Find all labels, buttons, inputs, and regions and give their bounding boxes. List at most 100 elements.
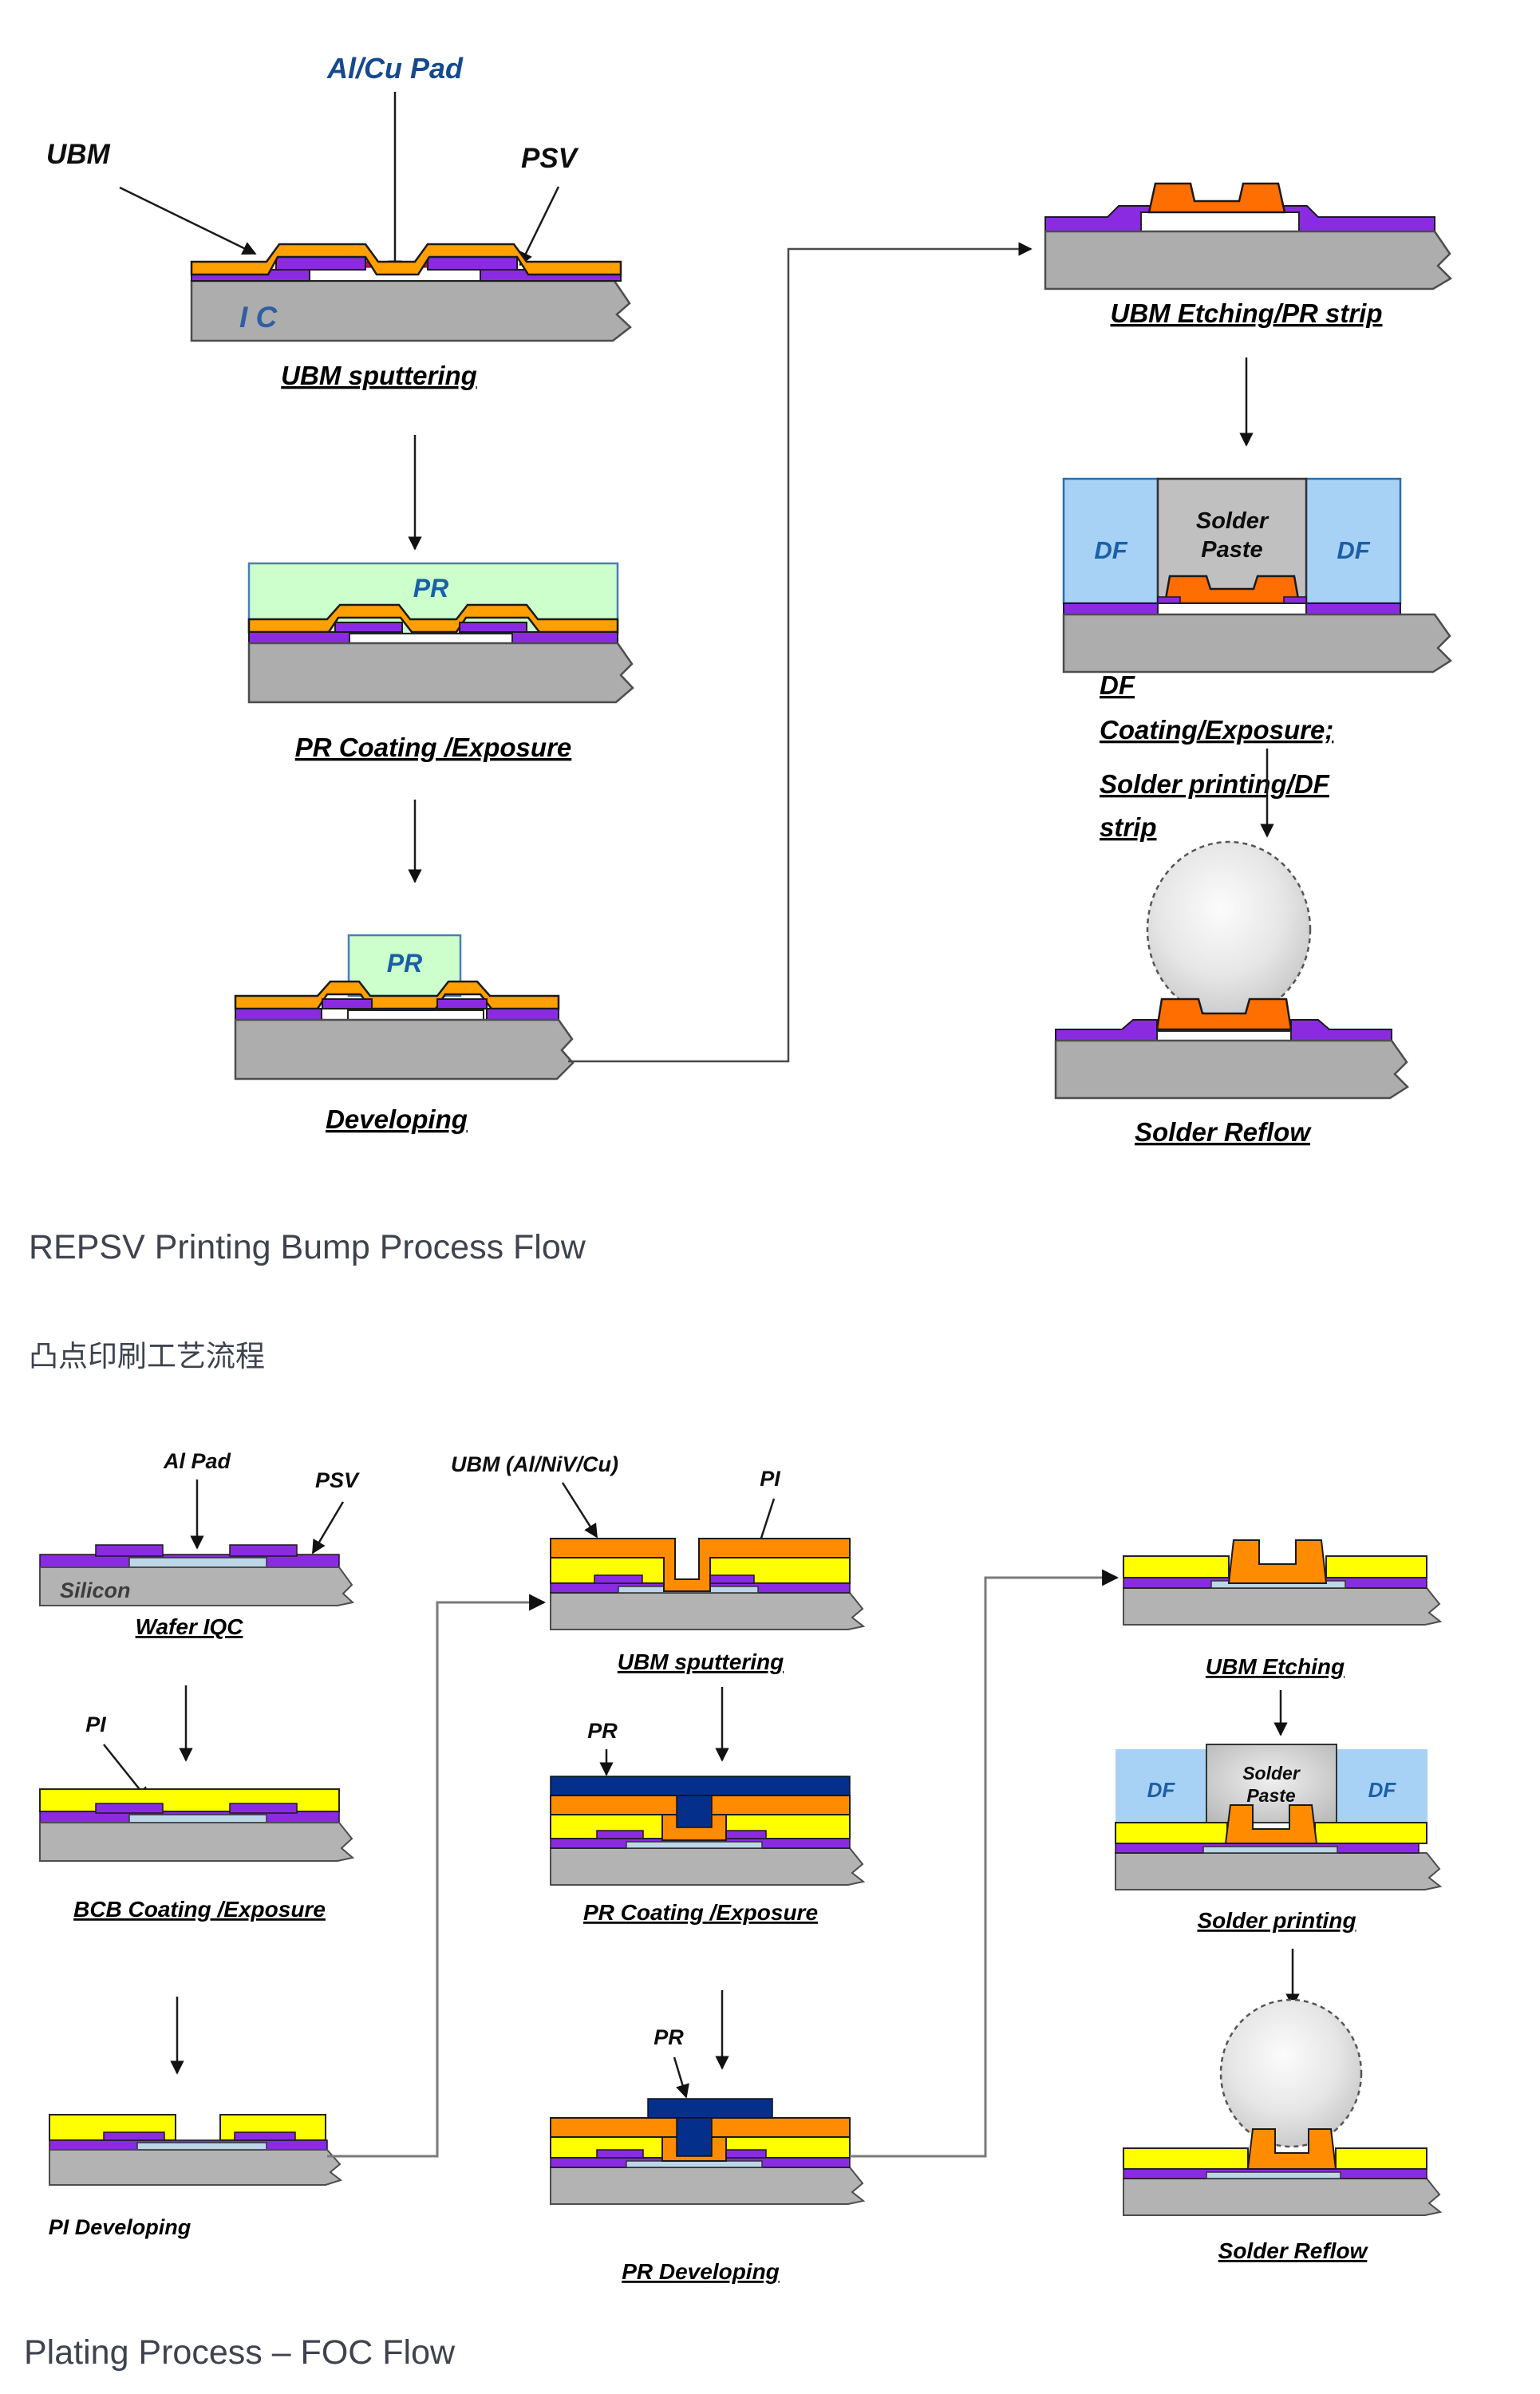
al-pad-layer	[136, 2142, 267, 2151]
df-left-label: DF	[1094, 536, 1127, 564]
psv-bump-left	[95, 1544, 164, 1557]
pad-opening	[1140, 211, 1300, 232]
ic-substrate	[1062, 613, 1452, 674]
fig1-step-developing: PR Developing	[234, 934, 575, 1134]
ubm-cap	[1163, 575, 1301, 605]
psv-stub-right	[1283, 596, 1307, 604]
fig2-step-pr-developing: PR PR Developing	[550, 2025, 866, 2284]
connector-pr-dev-to-ubm-etching	[850, 1569, 1119, 2158]
pad-opening	[1157, 602, 1307, 615]
ubm-cap	[1155, 998, 1293, 1031]
psv-layer-left	[1055, 1019, 1158, 1041]
fig1-step-df-solder: DF DF Solder Paste DF Coating/Exposure; …	[1062, 477, 1452, 842]
pr-label: PR	[587, 1719, 618, 1743]
pr-stem	[676, 2117, 713, 2157]
al-pad-layer	[1206, 2171, 1341, 2179]
silicon-substrate	[1123, 2178, 1443, 2216]
ubm-layer	[550, 1538, 851, 1592]
psv-layer-left	[1063, 602, 1159, 615]
df-block-right	[1305, 477, 1402, 605]
fig2-step-pr-coating: PR PR Coating /Exposure	[550, 1719, 866, 1925]
silicon-substrate	[1115, 1852, 1443, 1890]
psv-layer-right	[511, 631, 618, 644]
fig1-step-pr-coating: PR PR Coating /Exposure	[247, 562, 634, 762]
psv-bump-right	[229, 1544, 298, 1557]
df-block-left	[1062, 477, 1159, 605]
silicon-substrate	[550, 1847, 866, 1886]
pi-layer-right	[1335, 2147, 1427, 2170]
df-right-label: DF	[1337, 536, 1370, 564]
caption-ubm-etching: UBM Etching/PR strip	[1110, 298, 1382, 328]
pr-pointer-arrow	[673, 2056, 689, 2099]
pr-label: PR	[387, 949, 422, 978]
ubm-cup	[1227, 1539, 1328, 1584]
ubm-layer	[190, 243, 622, 276]
caption-pi-developing: PI Developing	[49, 2215, 192, 2239]
pi-layer-left	[1123, 2147, 1249, 2170]
pad-opening	[347, 1009, 484, 1021]
caption-solder-reflow: Solder Reflow	[1135, 1117, 1312, 1147]
fig1-step-solder-reflow: Solder Reflow	[1054, 840, 1409, 1147]
psv-layer-right	[1305, 602, 1401, 615]
silicon-substrate	[49, 2149, 343, 2186]
pr-block	[647, 2098, 773, 2119]
solder-paste-block	[1206, 1744, 1337, 1823]
psv-layer-left	[235, 1008, 322, 1021]
silicon-substrate	[550, 1592, 866, 1630]
psv-bump-right	[705, 1574, 755, 1584]
solder-ball	[1146, 840, 1312, 1019]
psv-shoulder-right	[436, 998, 488, 1009]
pr-label: PR	[654, 2025, 684, 2049]
silicon-substrate	[550, 2167, 866, 2205]
caption-df-line2: Coating/Exposure;	[1100, 715, 1333, 745]
ubm-cup	[1224, 1804, 1318, 1844]
caption-solder-reflow: Solder Reflow	[1218, 2238, 1369, 2263]
fig2-step-solder-reflow: Solder Reflow	[1123, 1998, 1443, 2263]
caption-developing: Developing	[326, 1104, 468, 1134]
caption-bcb-coating: BCB Coating /Exposure	[73, 1897, 326, 1922]
caption-ubm-sputtering: UBM sputtering	[618, 1649, 784, 1674]
ic-substrate	[1044, 230, 1453, 290]
al-pad-layer	[626, 2160, 763, 2168]
psv-pointer-arrow	[519, 186, 560, 267]
solder-paste-label-line1: Solder	[1196, 508, 1270, 534]
psv-bump-left	[594, 1574, 643, 1584]
caption-ubm-etching: UBM Etching	[1206, 1654, 1345, 1679]
psv-layer-right	[486, 1008, 559, 1021]
caption-pr-coating: PR Coating /Exposure	[583, 1900, 818, 1925]
al-cu-pad-label: Al/Cu Pad	[326, 52, 464, 85]
caption-df-line1: DF	[1100, 670, 1135, 700]
psv-shoulder-right	[427, 256, 518, 271]
pr-block	[347, 934, 462, 998]
pr-label: PR	[413, 574, 448, 602]
psv-shoulder-left	[334, 622, 403, 633]
caption-pr-coating: PR Coating /Exposure	[295, 733, 572, 762]
al-pad-layer	[128, 1557, 267, 1568]
df-left-label: DF	[1147, 1778, 1176, 1802]
fig1-step-ubm-sputtering: Al/Cu Pad UBM PSV I C UBM sputtering	[46, 52, 632, 390]
pad-opening	[1156, 1030, 1292, 1041]
silicon-label: Silicon	[60, 1578, 131, 1602]
ubm-label: UBM	[46, 139, 111, 170]
df-right-label: DF	[1368, 1778, 1397, 1802]
ic-substrate	[190, 279, 632, 342]
ubm-pointer-arrow	[119, 186, 257, 255]
silicon-substrate	[1123, 1587, 1443, 1626]
psv-shoulder-left	[275, 256, 366, 271]
pi-layer-right	[1325, 1555, 1427, 1578]
pi-layer-left	[1123, 1555, 1230, 1578]
fig2-step-ubm-etching: UBM Etching	[1123, 1539, 1443, 1679]
df-block-right	[1337, 1749, 1427, 1823]
fig1-step-ubm-etching: UBM Etching/PR strip	[1044, 182, 1453, 328]
fig2-step-bcb-coating: PI BCB Coating /Exposure	[39, 1713, 355, 1922]
df-block-left	[1116, 1749, 1206, 1823]
solder-ball	[1219, 1998, 1363, 2148]
psv-shoulder-right	[459, 622, 527, 633]
pi-layer-right	[1314, 1822, 1427, 1844]
al-pad-layer	[626, 1841, 763, 1849]
al-pad-layer	[128, 1814, 267, 1823]
psv-pointer-arrow	[311, 1501, 345, 1555]
pi-label: PI	[85, 1713, 106, 1736]
connector-pi-dev-to-ubm-sputtering	[327, 1594, 547, 2158]
